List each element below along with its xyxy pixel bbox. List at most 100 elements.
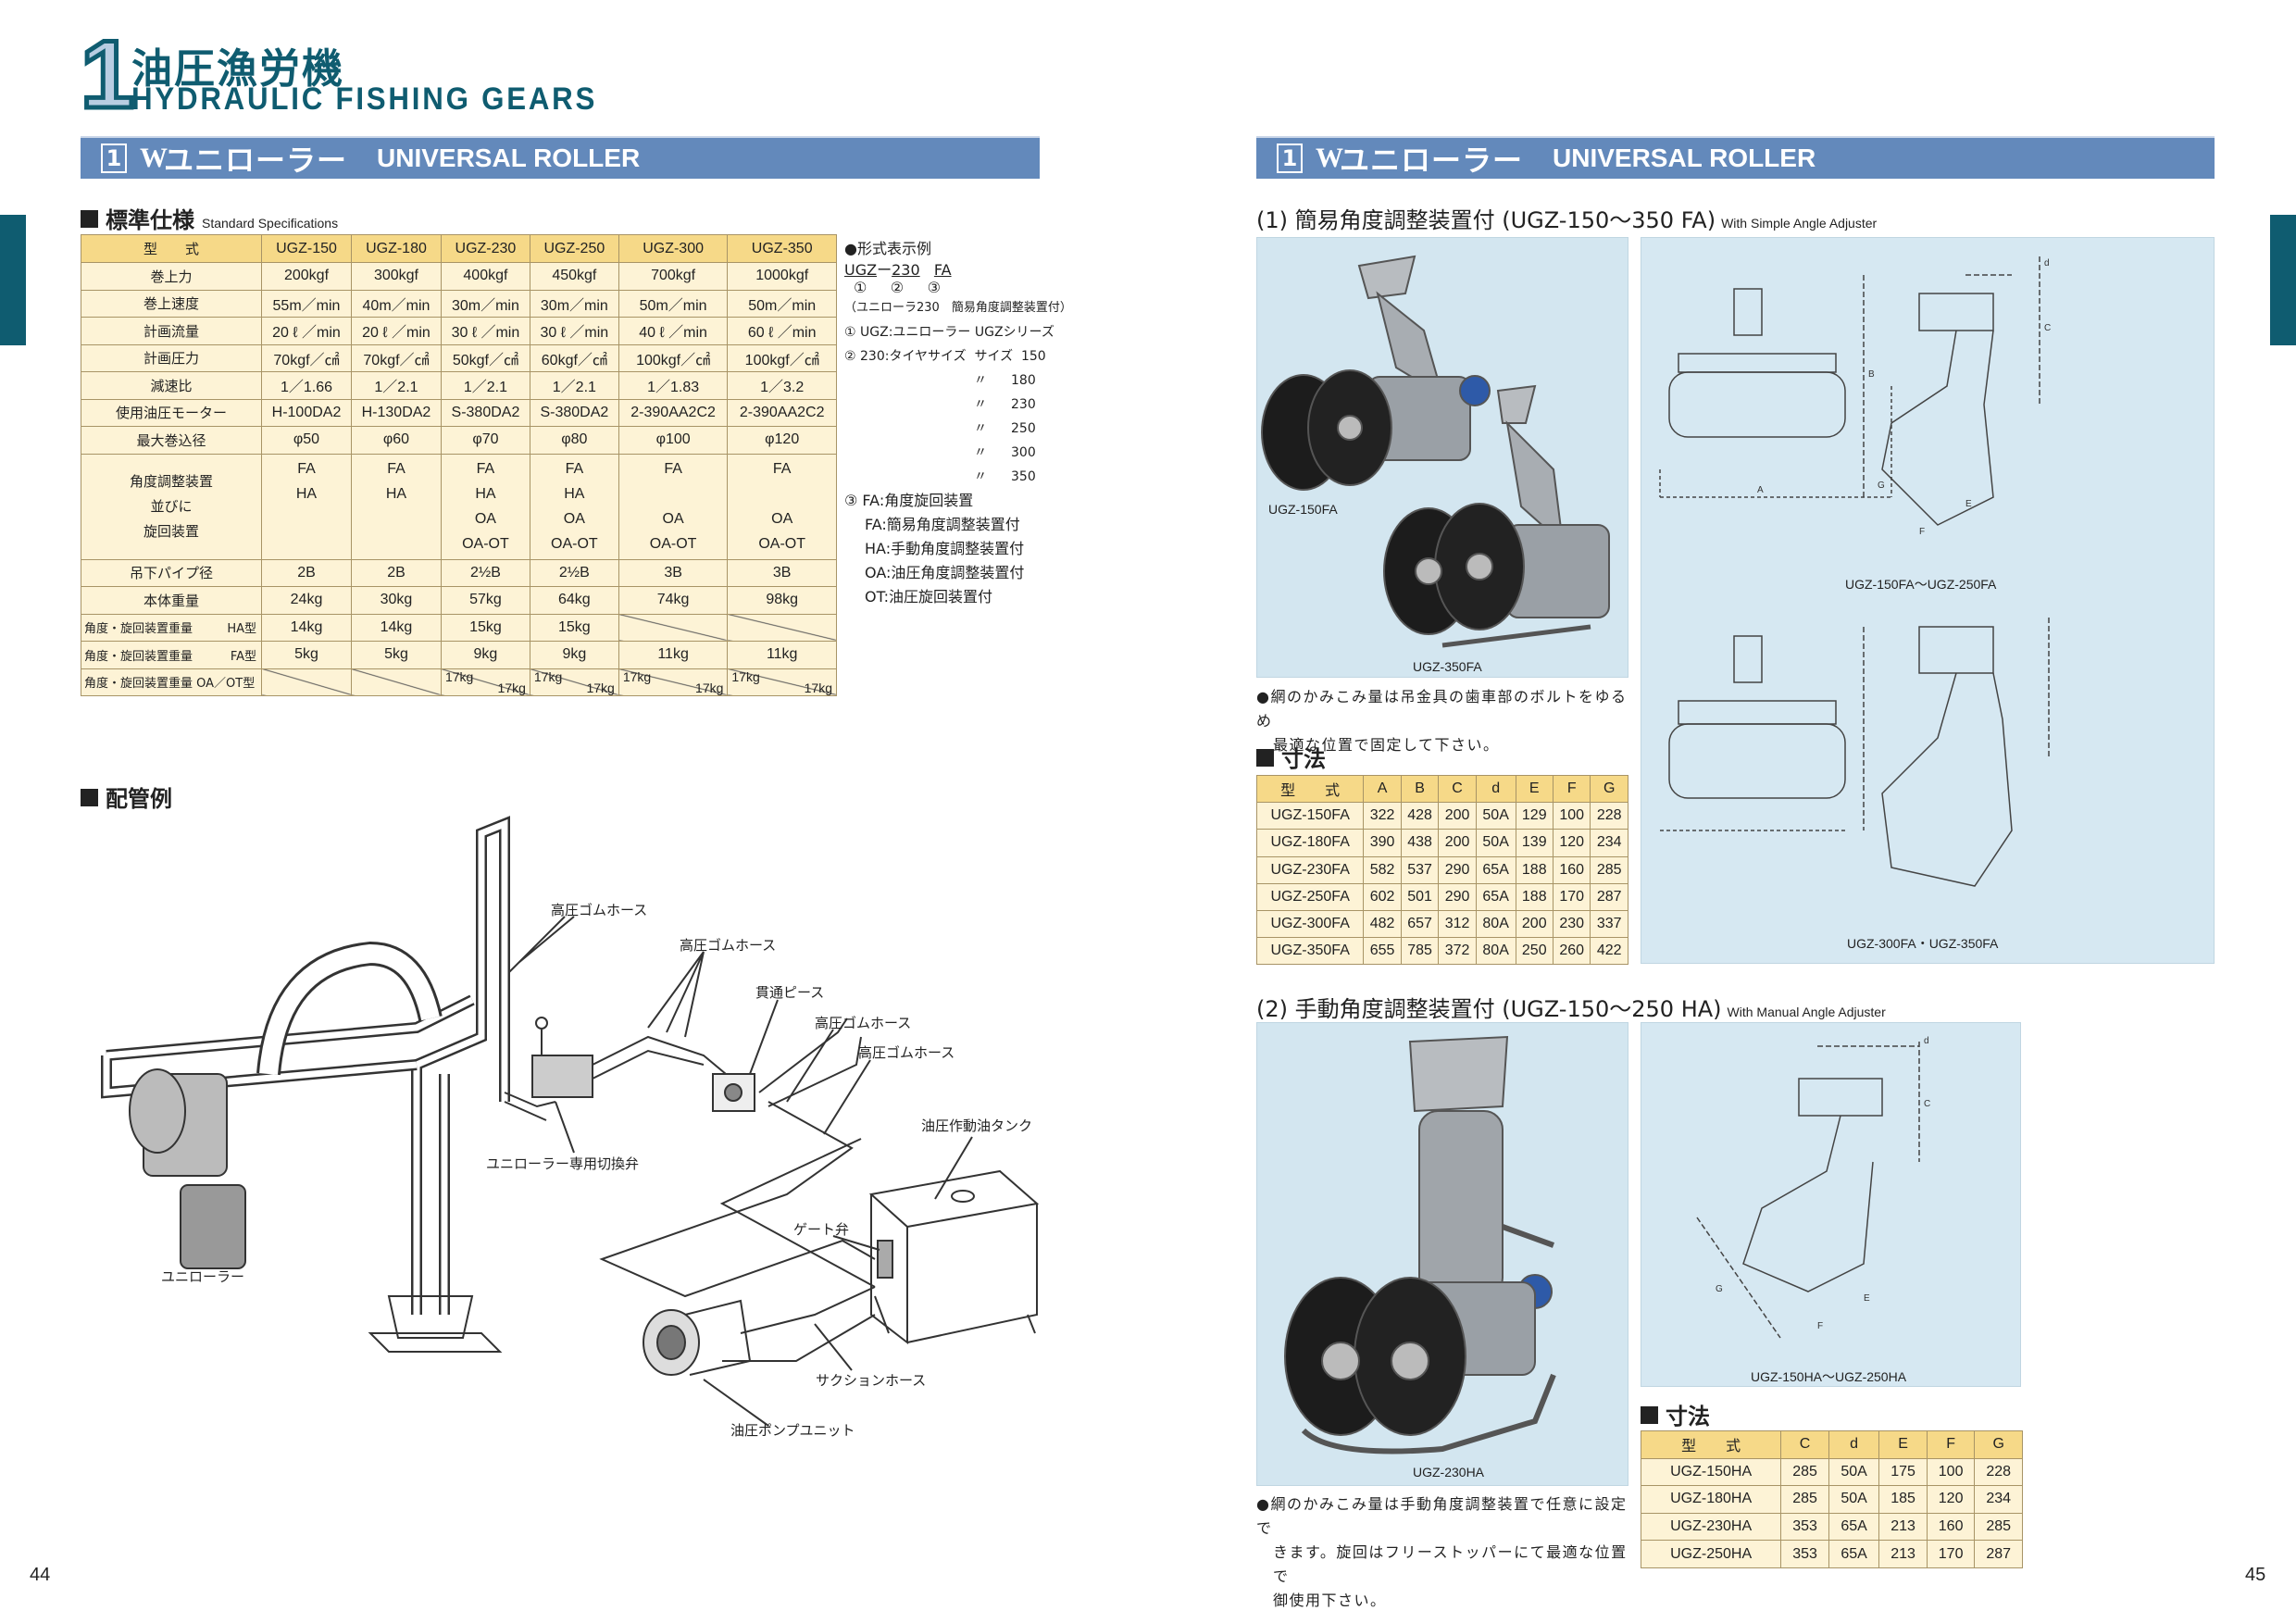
label-line: 角度調整装置: [129, 472, 213, 490]
page-number-right: 45: [2245, 1565, 2266, 1585]
code-size: 230: [892, 261, 920, 279]
spec-row-label: 使用油圧モーター: [81, 398, 262, 427]
ha-cell: 100: [1926, 1457, 1976, 1487]
fa-cell: 428: [1400, 802, 1440, 830]
spec-cell: φ80: [529, 426, 619, 455]
piping-diagram: [101, 816, 1040, 1427]
fa-cell: 322: [1363, 802, 1402, 830]
spec-cell: 15kg: [529, 613, 619, 642]
page-number-left: 44: [30, 1565, 51, 1585]
ha-cell: UGZ-150HA: [1640, 1457, 1782, 1487]
ha-dim-heading: 寸法: [1641, 1398, 1710, 1430]
fa-cell: 80A: [1475, 909, 1516, 939]
fa-cell: UGZ-250FA: [1255, 882, 1365, 911]
adjuster-code: HA:手動角度調整装置付: [865, 540, 1025, 557]
spec-cell: 14kg: [350, 613, 442, 642]
spec-cell: 1／2.1: [350, 371, 442, 400]
fa-cell: 482: [1363, 909, 1402, 939]
drawing-caption: UGZ-300FA・UGZ-350FA: [1847, 936, 1999, 951]
chapter-number: 1: [79, 21, 137, 129]
spec-cell: φ60: [350, 426, 442, 455]
spec-header-cell: UGZ-180: [350, 234, 442, 263]
ha-cell: 287: [1974, 1540, 2023, 1568]
spec-cell: φ120: [727, 426, 837, 455]
fa-cell: 228: [1590, 802, 1628, 830]
size-value: 350: [1011, 469, 1036, 484]
cell-line: OA: [474, 511, 496, 527]
cell-line: FA: [772, 461, 792, 477]
section-title-jp: ユニローラー: [1340, 143, 1524, 178]
ha-cell: 120: [1926, 1485, 1976, 1514]
fa-drawing: A B C d E F G UGZ-150FA〜UGZ-250FA UGZ-30…: [1641, 237, 2215, 964]
fa-cell: 655: [1363, 937, 1402, 966]
fa-cell: 200: [1515, 909, 1554, 939]
adjuster-code: OT:油圧旋回装置付: [865, 588, 993, 606]
fa-cell: UGZ-300FA: [1255, 909, 1365, 939]
fa-cell: 657: [1400, 909, 1440, 939]
spec-heading-jp: 標準仕様: [106, 207, 194, 233]
square-bullet-icon: [81, 210, 98, 228]
section-number: 1: [1277, 144, 1303, 173]
split-bottom: 17kg: [586, 680, 615, 695]
spec-row-label: 巻上力: [81, 262, 262, 291]
item-1: ① UGZ:ユニローラー UGZシリーズ: [844, 325, 1054, 340]
piping-label: ユニローラー専用切換弁: [486, 1155, 640, 1172]
spec-cell: φ70: [440, 426, 530, 455]
ha-header-cell: d: [1828, 1430, 1880, 1459]
spec-cell: 400kgf: [440, 262, 530, 291]
size-row: 〃350: [844, 465, 1057, 489]
code-series: UGZ: [844, 261, 878, 279]
cell-line: FA: [387, 461, 406, 477]
ha-cell: 65A: [1828, 1512, 1880, 1542]
roller-photo-image: [1284, 1035, 1556, 1454]
section-number: 1: [101, 144, 127, 173]
item-2: ② 230:タイヤサイズ サイズ 150: [844, 349, 1046, 364]
spec-row-label: 角度・旋回装置重量 OA／OT型: [81, 668, 262, 696]
fa-cell: 422: [1590, 937, 1628, 966]
ha-cell: 353: [1780, 1512, 1829, 1542]
square-bullet-icon: [81, 789, 98, 806]
dim-letter: d: [1924, 1036, 1929, 1046]
fa-heading-en: With Simple Angle Adjuster: [1721, 216, 1878, 231]
ha-header-cell: 型 式: [1640, 1430, 1782, 1459]
fa-heading-text: (1) 簡易角度調整装置付 (UGZ-150〜350 FA): [1256, 207, 1716, 233]
dim-letter: E: [1965, 499, 1972, 509]
spec-header-cell: 型 式: [81, 234, 262, 263]
ha-photo: UGZ-230HA: [1256, 1022, 1628, 1486]
size-value: 300: [1011, 445, 1036, 460]
fa-cell: 120: [1552, 829, 1591, 857]
spec-cell-na: [727, 613, 837, 642]
spec-cell: 74kg: [618, 586, 729, 615]
spec-cell: 30 ℓ ／min: [529, 317, 619, 345]
ha-header-cell: F: [1926, 1430, 1976, 1459]
spec-cell: 2½B: [529, 558, 619, 587]
fa-cell: 50A: [1475, 829, 1516, 857]
item-3: ③ FA:角度旋回装置: [844, 492, 974, 509]
spec-cell: 64kg: [529, 586, 619, 615]
spec-cell: 1／3.2: [727, 371, 837, 400]
note-line: 御使用下さい。: [1273, 1592, 1387, 1609]
spec-cell: 1／1.66: [261, 371, 352, 400]
spec-cell: 70kgf／㎠: [261, 343, 352, 372]
spec-cell: 3B: [618, 558, 729, 587]
fa-cell: 290: [1438, 855, 1477, 884]
spec-cell: φ50: [261, 426, 352, 455]
spec-cell: 55m／min: [261, 289, 352, 318]
size-row: 〃250: [844, 417, 1057, 441]
ha-cell: 65A: [1828, 1540, 1880, 1568]
piping-label: 高圧ゴムホース: [815, 1015, 912, 1031]
fa-header-cell: d: [1475, 774, 1516, 804]
dim-letter: d: [2044, 258, 2050, 268]
spec-row-label: 最大巻込径: [81, 426, 262, 455]
